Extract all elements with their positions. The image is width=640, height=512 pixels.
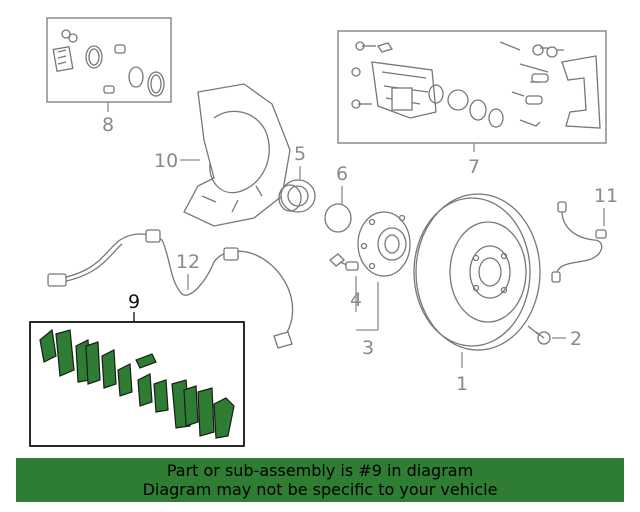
hardware-kit-box [46,17,172,103]
splash-shield [183,83,291,227]
brake-pad [183,385,199,427]
hardware-kit-group [46,17,172,103]
banner-line-2: Diagram may not be specific to your vehi… [142,480,498,499]
brake-pad [197,387,215,437]
wheel-bearing [278,179,316,213]
callout-11: 11 [594,185,618,207]
brake-pad [117,363,133,397]
callout-1: 1 [456,373,468,395]
wheel-hub [357,211,411,277]
brake-pad [101,349,117,389]
brake-pad [85,341,101,385]
callout-12: 12 [176,251,200,273]
brake-pad-set[interactable] [29,321,245,447]
brake-rotor [413,193,541,351]
callout-8: 8 [102,114,114,136]
callout-4: 4 [350,289,362,311]
brake-pad-shim [135,353,157,369]
callout-3: 3 [362,337,374,359]
brake-pad [153,379,169,413]
callout-5: 5 [294,143,306,165]
abs-sensor-harness [47,229,294,349]
callout-10: 10 [154,150,178,172]
callout-9: 9 [128,291,140,313]
caliper-assembly-box [337,30,607,144]
hub-bolt [329,253,359,271]
caliper-assembly-group [337,30,607,144]
info-banner: Part or sub-assembly is #9 in diagram Di… [16,458,624,502]
parts-diagram: 8 7 10 5 [29,17,618,447]
brake-pad [39,328,57,363]
snap-ring [324,203,352,233]
brake-pad [213,397,235,439]
brake-pad [55,329,75,377]
banner-line-1: Part or sub-assembly is #9 in diagram [166,461,474,480]
callout-7: 7 [468,156,480,178]
brake-pad-set-box [29,321,245,447]
callout-6: 6 [336,163,348,185]
callout-2: 2 [570,328,582,350]
brake-pad [137,373,153,407]
rotor-screw [527,325,551,345]
wear-sensor [551,201,607,283]
